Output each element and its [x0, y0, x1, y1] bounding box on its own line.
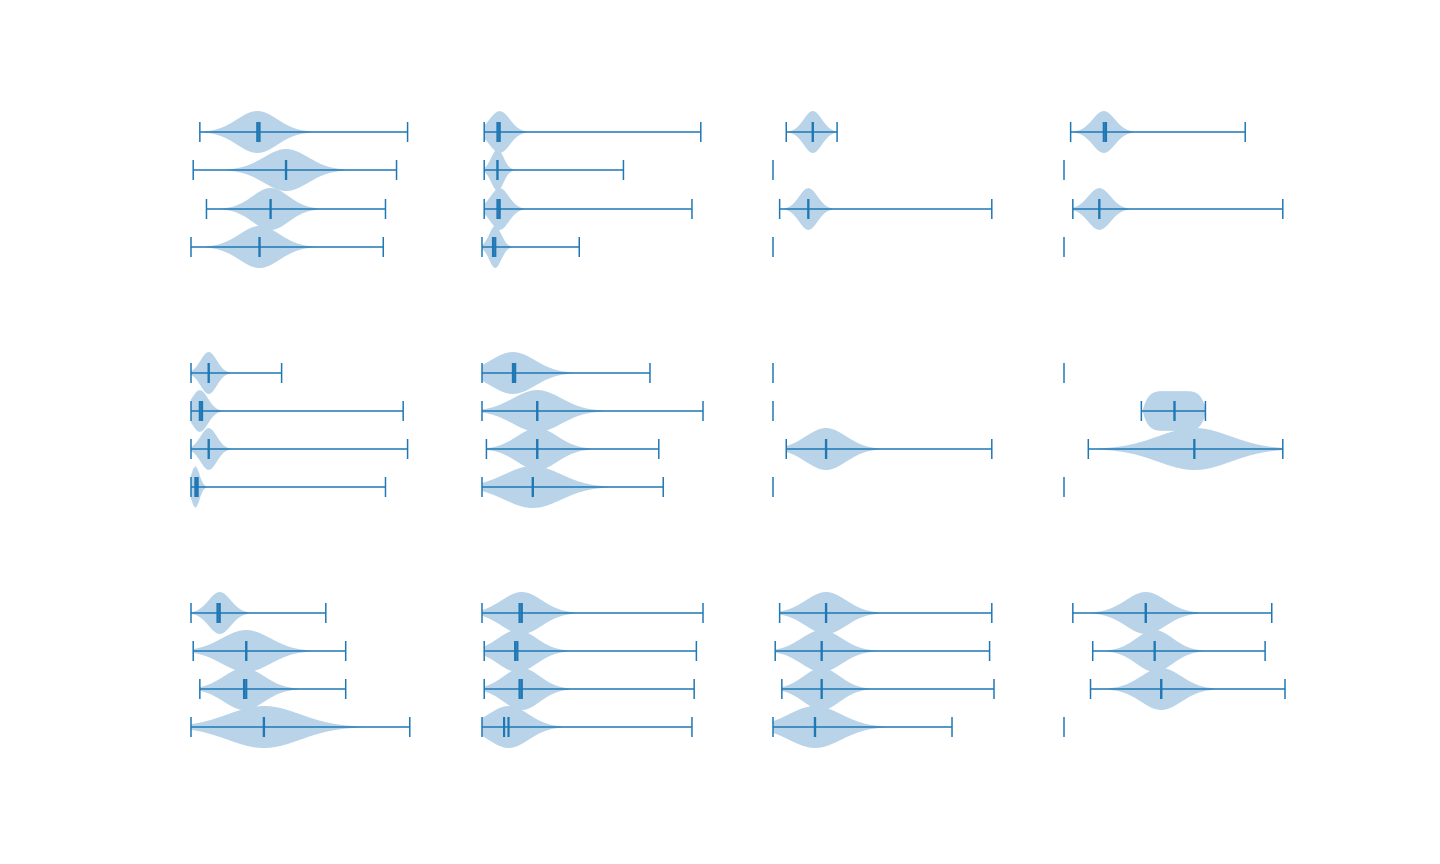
violin: [481, 226, 580, 268]
violin: [199, 668, 347, 710]
violin: [199, 111, 409, 153]
violin-body: [781, 668, 994, 710]
violin: [1087, 428, 1284, 470]
violin: [190, 428, 409, 470]
violin: [785, 111, 838, 153]
violin: [1072, 188, 1284, 230]
violin-body: [484, 668, 695, 710]
violin: [483, 111, 702, 153]
violin: [481, 352, 651, 394]
violin: [190, 466, 387, 508]
violin: [1140, 391, 1207, 431]
violin-body: [1070, 111, 1246, 153]
violin: [781, 668, 995, 710]
violin: [485, 428, 660, 470]
panel-1: [190, 111, 409, 268]
violin: [483, 630, 698, 672]
panel-2: [481, 111, 702, 268]
panel-3: [772, 111, 993, 257]
panel-7: [772, 363, 993, 497]
violin: [483, 188, 693, 230]
violin: [481, 390, 704, 432]
violin: [190, 706, 411, 748]
violin: [481, 592, 704, 634]
panel-9: [190, 592, 411, 748]
panel-6: [481, 352, 704, 508]
violin: [483, 668, 695, 710]
violin: [1072, 592, 1273, 634]
violin: [481, 706, 693, 748]
violin-body: [484, 630, 697, 672]
violin: [1091, 630, 1266, 672]
violin: [772, 706, 953, 748]
violin: [778, 188, 993, 230]
violin: [483, 149, 625, 191]
panel-12: [1063, 592, 1286, 737]
violin: [205, 188, 387, 230]
violin: [190, 226, 385, 268]
violin: [785, 428, 993, 470]
violin: [481, 466, 664, 508]
violin: [1089, 668, 1286, 710]
violin: [192, 630, 347, 672]
panel-11: [772, 592, 995, 748]
violin: [190, 352, 283, 394]
panel-5: [190, 352, 409, 508]
violin: [192, 149, 398, 191]
violin: [1069, 111, 1246, 153]
violin: [774, 630, 991, 672]
panel-10: [481, 592, 704, 748]
panel-4: [1063, 111, 1284, 257]
panel-8: [1063, 363, 1284, 497]
violin: [778, 592, 993, 634]
violin: [190, 390, 404, 432]
violin: [190, 592, 327, 634]
